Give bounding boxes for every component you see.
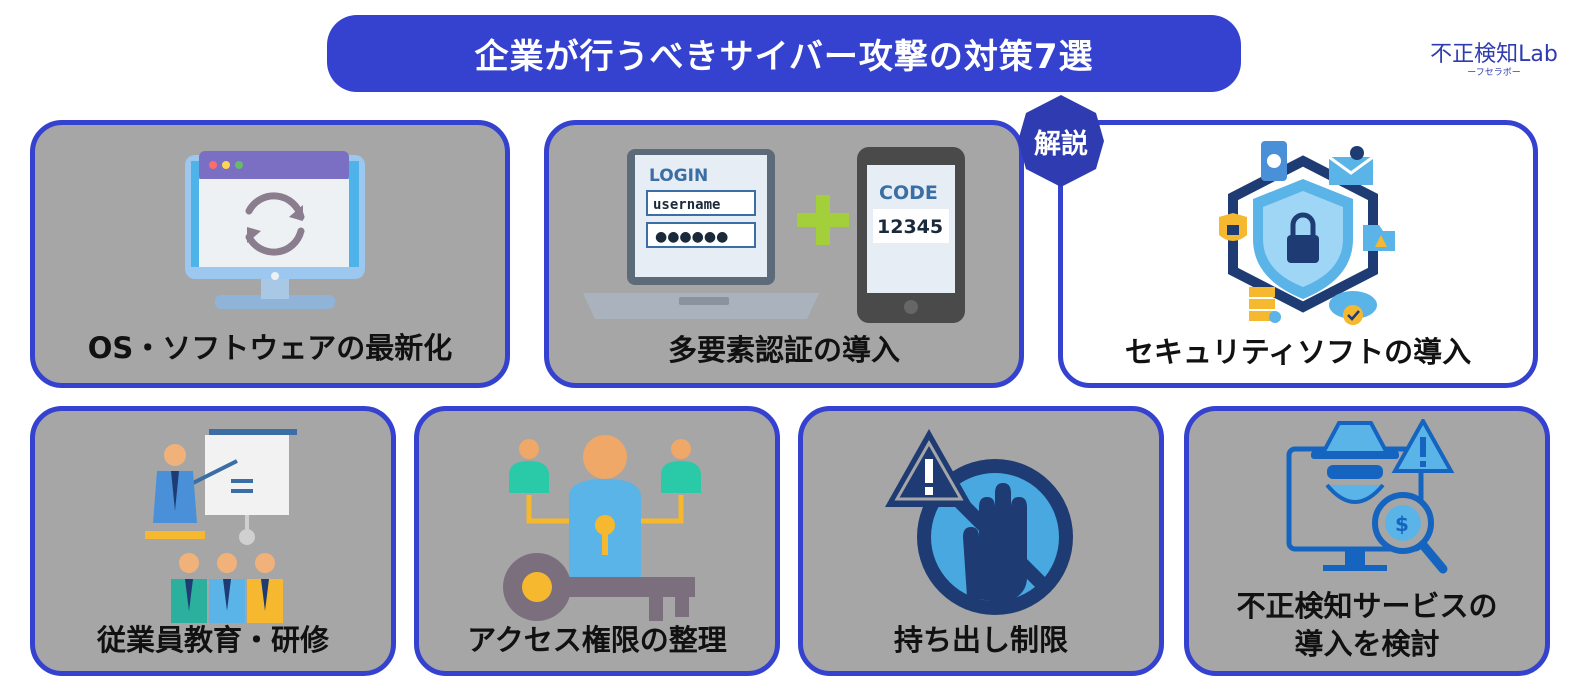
username-field-text: username bbox=[653, 197, 720, 213]
brand-logo: 不正検知Lab ーフセラボー bbox=[1424, 42, 1564, 79]
fraud-detection-icon: $ bbox=[1286, 419, 1455, 574]
card-takeout-restriction: 持ち出し制限 bbox=[798, 406, 1164, 676]
card-label: 従業員教育・研修 bbox=[96, 623, 329, 657]
card-label-line1: 不正検知サービスの bbox=[1236, 589, 1498, 623]
stop-hand-icon bbox=[885, 429, 1073, 615]
card-access-permissions: アクセス権限の整理 bbox=[414, 406, 780, 676]
card-os-update: OS・ソフトウェアの最新化 bbox=[30, 120, 510, 388]
login-2fa-icon: LOGIN username ●●●●●● CODE 12345 bbox=[583, 147, 965, 323]
card-label: 多要素認証の導入 bbox=[667, 333, 900, 367]
brand-name: 不正検知Lab bbox=[1430, 42, 1558, 67]
svg-text:$: $ bbox=[1395, 512, 1409, 536]
monitor-refresh-icon bbox=[185, 151, 365, 309]
card-security-software: セキュリティソフトの導入 bbox=[1058, 120, 1538, 388]
card-label: アクセス権限の整理 bbox=[467, 623, 727, 657]
access-key-icon bbox=[503, 435, 701, 621]
card-label-line2: 導入を検討 bbox=[1294, 627, 1440, 661]
card-mfa: LOGIN username ●●●●●● CODE 12345 多要素認証の導… bbox=[544, 120, 1024, 388]
title-banner: 企業が行うべきサイバー攻撃の対策7選 bbox=[327, 15, 1241, 92]
card-employee-training: 従業員教育・研修 bbox=[30, 406, 396, 676]
card-label: OS・ソフトウェアの最新化 bbox=[87, 331, 453, 365]
card-fraud-detection: $ 不正検知サービスの 導入を検討 bbox=[1184, 406, 1550, 676]
explanation-badge: 解説 bbox=[1016, 93, 1106, 189]
presentation-training-icon bbox=[145, 429, 297, 623]
badge-label: 解説 bbox=[1034, 128, 1088, 160]
security-shield-icon bbox=[1219, 141, 1395, 325]
code-title: CODE bbox=[879, 182, 938, 204]
login-title: LOGIN bbox=[649, 166, 708, 186]
password-field-text: ●●●●●● bbox=[655, 229, 728, 245]
card-label: 持ち出し制限 bbox=[893, 623, 1068, 657]
page-title: 企業が行うべきサイバー攻撃の対策7選 bbox=[474, 37, 1094, 77]
brand-subtitle: ーフセラボー bbox=[1467, 68, 1521, 78]
code-value: 12345 bbox=[877, 216, 943, 238]
card-label: セキュリティソフトの導入 bbox=[1124, 335, 1472, 369]
